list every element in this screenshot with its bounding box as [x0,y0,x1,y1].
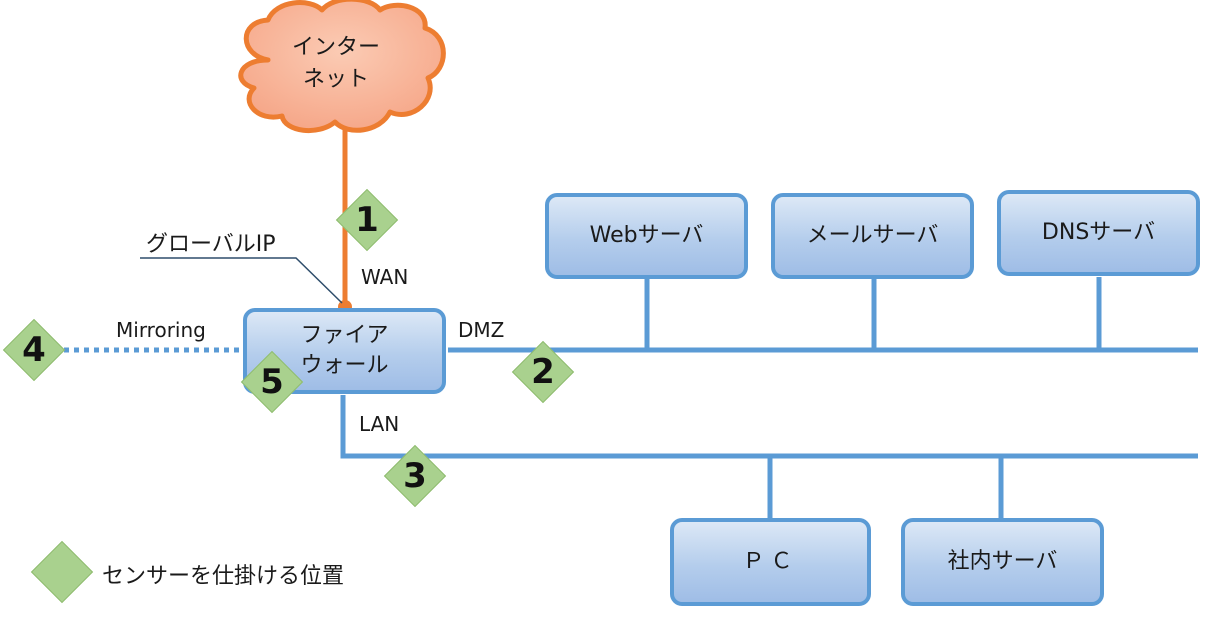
internet-label: インター ネット [286,32,386,96]
sensor-marker-4: 4 [2,318,66,382]
sensor-number-4: 4 [22,330,46,370]
lan-link [340,395,1198,459]
sensor-marker-2: 2 [511,340,575,404]
mail-server-label: メールサーバ [806,223,939,249]
internal-server-box[interactable]: 社内サーバ [901,518,1104,606]
lan-label: LAN [359,412,400,436]
sensor-number-5: 5 [260,362,284,402]
wan-label: WAN [361,265,409,289]
internet-label-line1: インター [291,35,380,60]
legend-text: センサーを仕掛ける位置 [102,564,345,589]
sensor-marker-5: 5 [240,350,304,414]
sensor-number-3: 3 [403,456,427,496]
firewall-box[interactable]: ファイア ウォール [243,308,446,394]
global-ip-label: グローバルIP [146,232,276,257]
internal-server-label: 社内サーバ [947,549,1058,575]
pc-box[interactable]: ＰＣ [670,518,871,606]
sensor-number-1: 1 [355,200,379,240]
web-server-box[interactable]: Webサーバ [545,193,748,279]
firewall-label-line1: ファイア [300,323,389,349]
mail-server-box[interactable]: メールサーバ [771,193,974,279]
legend-sensor-icon [30,540,94,604]
web-server-label: Webサーバ [589,223,704,249]
global-ip-callout [140,257,343,304]
mirroring-label: Mirroring [116,318,206,342]
pc-label: ＰＣ [742,549,799,575]
sensor-marker-3: 3 [383,444,447,508]
internet-label-line2: ネット [302,66,369,92]
dns-server-label: DNSサーバ [1041,220,1156,246]
sensor-marker-1: 1 [335,188,399,252]
dmz-label: DMZ [458,318,505,342]
internet-cloud [238,0,446,134]
firewall-label-line2: ウォール [300,353,389,378]
dns-server-box[interactable]: DNSサーバ [997,190,1200,276]
sensor-number-2: 2 [531,352,555,392]
